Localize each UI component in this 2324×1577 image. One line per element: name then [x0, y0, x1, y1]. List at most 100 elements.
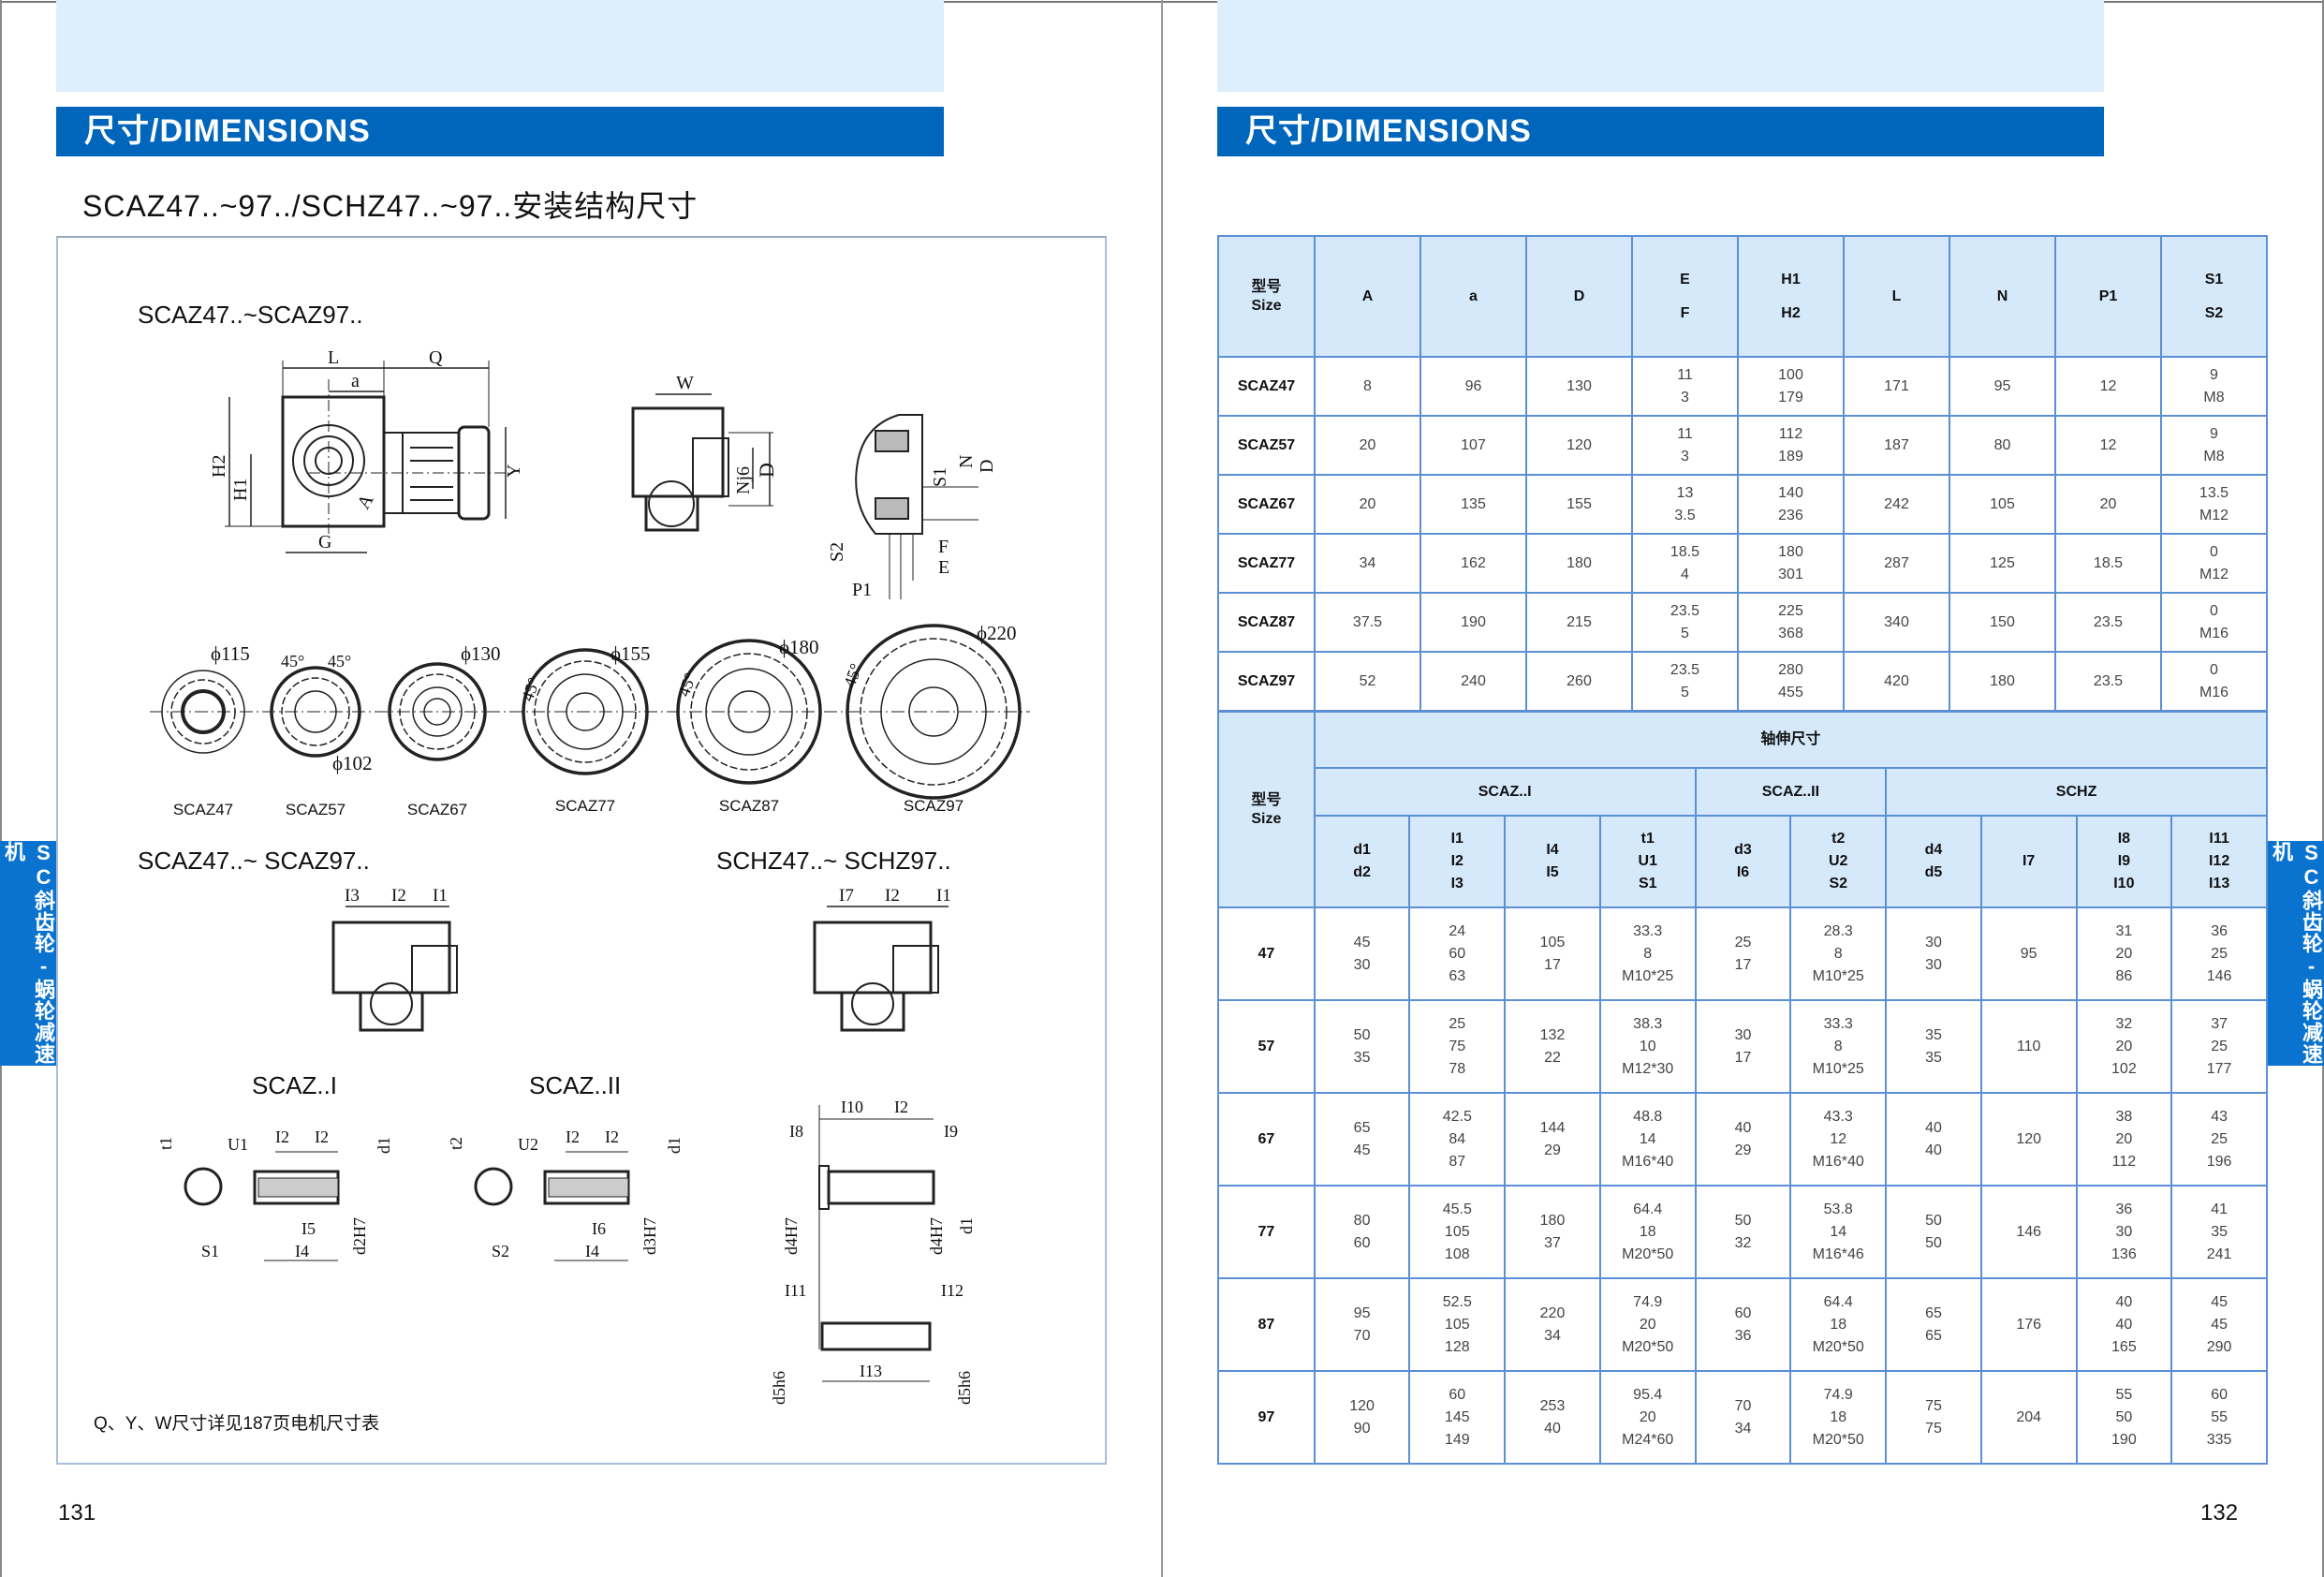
dim-I10: I10 — [841, 1098, 863, 1116]
dim-d3H7: d3H7 — [640, 1217, 659, 1255]
dim-I2: I2 — [391, 886, 406, 906]
drawing-frame — [56, 236, 1107, 1465]
dim-S1: S1 — [201, 1242, 219, 1260]
column-header: L — [1843, 235, 1950, 358]
gearmotor-front-view — [225, 361, 507, 553]
scaz-gearbox-view — [331, 906, 458, 1032]
table-cell: 120 — [1979, 1092, 2078, 1186]
dim-S2: S2 — [827, 542, 847, 562]
left-side-tab: SC斜齿轮-蜗轮减速机 — [0, 841, 56, 1066]
dim-S2: S2 — [492, 1242, 509, 1260]
drawing-title-1: SCAZ47..~SCAZ97.. — [138, 301, 363, 329]
table-cell: 204 — [1979, 1370, 2078, 1465]
flange-dia-115: ϕ115 — [211, 642, 250, 665]
flange-angle-87: 45° — [674, 671, 699, 700]
flange-label: SCAZ47 — [173, 801, 233, 818]
schz-shafts — [818, 1105, 935, 1382]
dim-d1: d1 — [375, 1137, 393, 1154]
dim-I13: I13 — [860, 1362, 882, 1380]
dim-I11: I11 — [785, 1281, 806, 1300]
dim-d2H7: d2H7 — [350, 1217, 369, 1255]
table-cell: 180 — [1949, 651, 2056, 712]
dim-U1: U1 — [228, 1135, 248, 1154]
table-cell: 96 — [1419, 356, 1527, 417]
left-page-top-border — [944, 1, 1161, 3]
table-cell: 12 — [2054, 356, 2162, 417]
dim-I4: I4 — [295, 1242, 309, 1260]
table-cell: 240 — [1419, 651, 1527, 712]
table-cell: 12 — [2054, 415, 2162, 476]
dim-d1: d1 — [665, 1137, 684, 1154]
table-cell: 23.5 — [2054, 592, 2162, 653]
dim-t1: t1 — [156, 1137, 175, 1150]
dim-a: a — [351, 371, 360, 391]
table-cell: 171 — [1843, 356, 1950, 417]
column-header: D — [1525, 235, 1633, 358]
size-cell: 67 — [1217, 1092, 1316, 1186]
size-cell: 57 — [1217, 999, 1316, 1094]
dim-N: N — [956, 455, 977, 468]
table-cell: 155 — [1525, 474, 1633, 535]
group-header: SCHZ — [1885, 767, 2268, 817]
schz-gearbox-view — [813, 906, 949, 1032]
table-cell: 95 — [1979, 906, 2078, 1001]
shaft2-title: SCAZ..II — [529, 1071, 621, 1099]
flange-angle-77: 45° — [518, 675, 543, 704]
table-cell: 146 — [1979, 1185, 2078, 1279]
dim-d5h6: d5h6 — [770, 1371, 788, 1405]
dim-I7: I7 — [839, 886, 854, 906]
table-cell: 23.5 — [2054, 651, 2162, 712]
left-page-top-border — [0, 1, 56, 3]
table-cell: 120 — [1525, 415, 1633, 476]
dim-I2: I2 — [894, 1098, 908, 1116]
dim-I4: I4 — [585, 1242, 599, 1260]
dim-S1: S1 — [930, 467, 950, 487]
flange-dia-220: ϕ220 — [977, 622, 1017, 644]
table-cell: 260 — [1525, 651, 1633, 712]
flange-label: SCAZ97 — [904, 797, 963, 815]
